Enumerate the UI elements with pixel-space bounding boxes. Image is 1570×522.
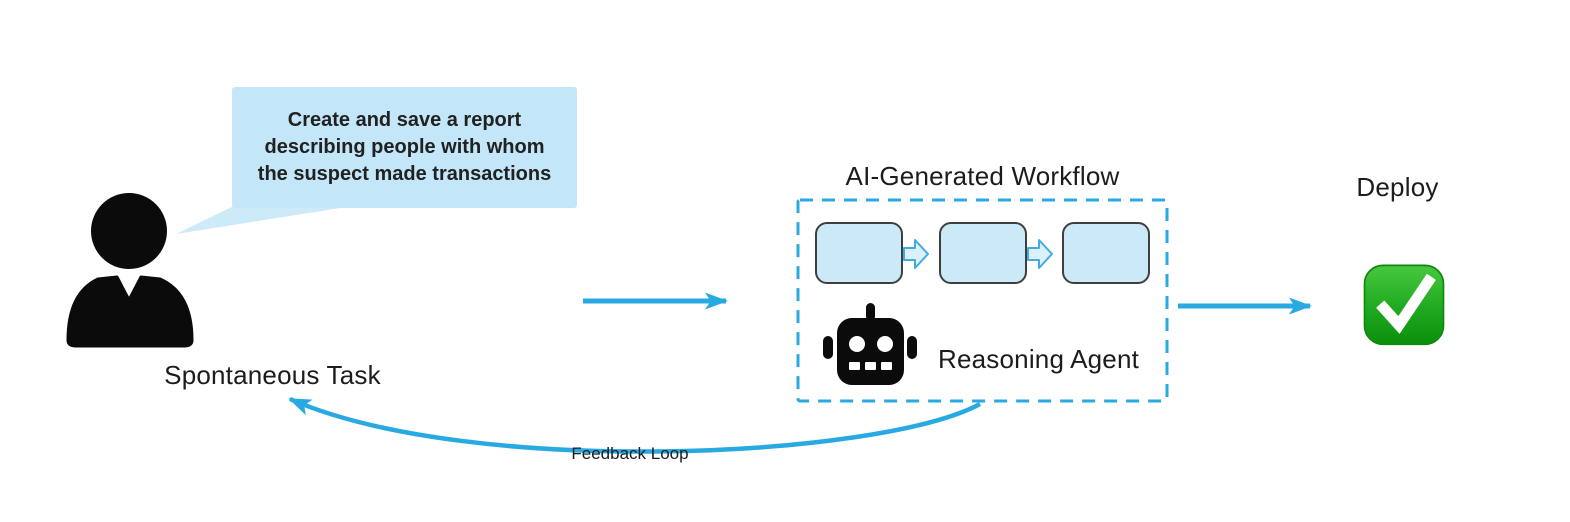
white-check-mark-button-icon <box>1363 264 1445 346</box>
spontaneous-task-label: Spontaneous Task <box>164 360 381 390</box>
workflow-dashed-border <box>796 198 1169 403</box>
workflow-step-box <box>1062 222 1150 284</box>
reasoning-agent-label: Reasoning Agent <box>938 344 1140 374</box>
feedback-loop-label: Feedback Loop <box>571 444 689 463</box>
workflow-step-box <box>815 222 903 284</box>
feedback-loop-arrow <box>288 396 982 454</box>
block-arrow-right-icon <box>903 239 929 269</box>
deploy-label: Deploy <box>1356 172 1439 202</box>
speech-bubble-tail-icon <box>176 203 372 234</box>
task-text-line: describing people with whom <box>264 136 545 158</box>
task-text-line: Create and save a report <box>287 109 522 131</box>
workflow-title: AI-Generated Workflow <box>845 161 1120 191</box>
robot-head-icon <box>823 303 917 385</box>
person-silhouette-icon <box>66 193 194 348</box>
task-text-line: the suspect made transactions <box>257 163 552 185</box>
block-arrow-right-icon <box>1027 239 1053 269</box>
workflow-step-box <box>939 222 1027 284</box>
task-speech-bubble: Create and save a report describing peop… <box>232 87 577 208</box>
